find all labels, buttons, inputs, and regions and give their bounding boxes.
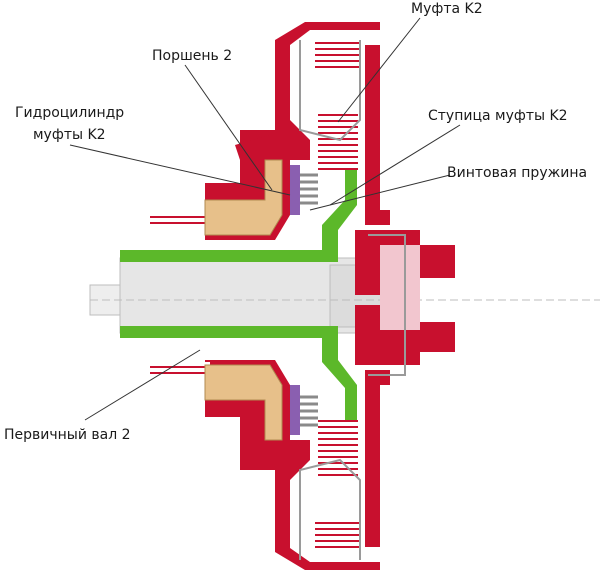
label-piston-2: Поршень 2 <box>152 48 233 64</box>
label-coil-spring: Винтовая пружина <box>447 165 588 181</box>
label-hydro-cylinder-line2: муфты K2 <box>33 127 106 143</box>
piston-2 <box>204 159 283 441</box>
label-clutch-hub: Ступица муфты K2 <box>428 108 568 124</box>
input-shaft-2 <box>120 150 357 438</box>
coil-spring <box>290 165 318 435</box>
leader-lines <box>69 17 461 421</box>
input-shaft-core <box>89 257 600 334</box>
label-input-shaft-2: Первичный вал 2 <box>4 427 131 443</box>
label-hydro-cylinder-line1: Гидроцилиндр <box>15 105 125 121</box>
label-clutch-k2: Муфта K2 <box>411 1 483 17</box>
